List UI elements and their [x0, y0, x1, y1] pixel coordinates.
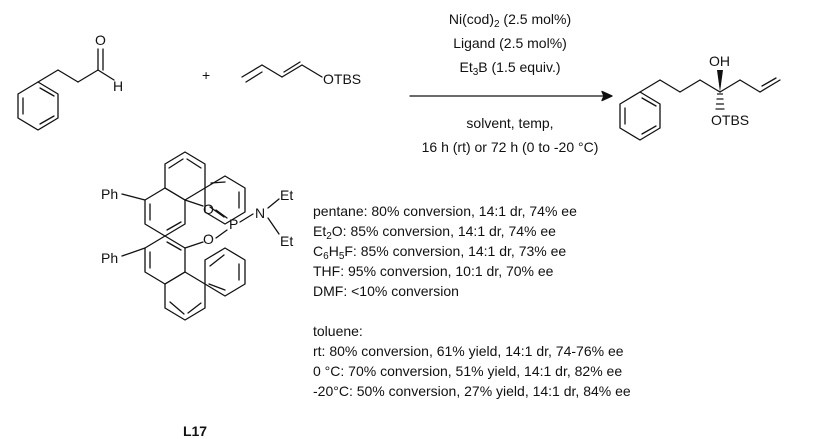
result-pentane: pentane: 80% conversion, 14:1 dr, 74% ee [313, 203, 577, 219]
product-otbs: OTBS [711, 112, 749, 128]
ligand-name: L17 [183, 423, 207, 439]
ligand-o-bottom: O [203, 231, 214, 247]
ligand-ph-bottom: Ph [101, 250, 118, 266]
result-fluorobenzene: C6H5F: 85% conversion, 14:1 dr, 73% ee [313, 243, 567, 262]
condition-reductant: Et3B (1.5 equiv.) [459, 59, 560, 78]
plus-sign: + [202, 67, 210, 83]
condition-ligand: Ligand (2.5 mol%) [453, 35, 567, 51]
toluene-result-0c: 0 °C: 70% conversion, 51% yield, 14:1 dr… [313, 363, 623, 379]
wedge-bond [717, 70, 723, 92]
reaction-arrow [409, 90, 613, 102]
ligand-n: N [255, 205, 265, 221]
condition-solvent-temp: solvent, temp, [466, 115, 553, 131]
ligand-structure [121, 151, 280, 321]
diene-otbs: OTBS [323, 71, 361, 87]
aldehyde-oxygen: O [95, 32, 106, 48]
results-list: pentane: 80% conversion, 14:1 dr, 74% ee… [313, 201, 823, 401]
result-ether: Et2O: 85% conversion, 14:1 dr, 74% ee [313, 223, 556, 242]
aldehyde-structure [17, 48, 115, 131]
result-thf: THF: 95% conversion, 10:1 dr, 70% ee [313, 263, 554, 279]
aldehyde-hydrogen: H [113, 78, 123, 94]
toluene-result-minus20c: -20°C: 50% conversion, 27% yield, 14:1 d… [313, 383, 631, 399]
toluene-heading: toluene: [313, 323, 363, 339]
result-dmf: DMF: <10% conversion [313, 283, 459, 299]
ligand-p: P [229, 216, 238, 232]
ligand-ph-top: Ph [101, 186, 118, 202]
diene-structure [241, 61, 323, 83]
product-structure [619, 77, 781, 141]
ligand-et-bottom: Et [280, 233, 293, 249]
ligand-et-top: Et [280, 187, 293, 203]
toluene-result-rt: rt: 80% conversion, 61% yield, 14:1 dr, … [313, 343, 624, 359]
spacer [313, 301, 823, 321]
condition-catalyst: Ni(cod)2 (2.5 mol%) [449, 11, 571, 30]
ligand-o-top: O [203, 201, 214, 217]
condition-time: 16 h (rt) or 72 h (0 to -20 °C) [422, 139, 599, 155]
product-oh: OH [709, 53, 730, 69]
hash-bond [715, 93, 725, 110]
